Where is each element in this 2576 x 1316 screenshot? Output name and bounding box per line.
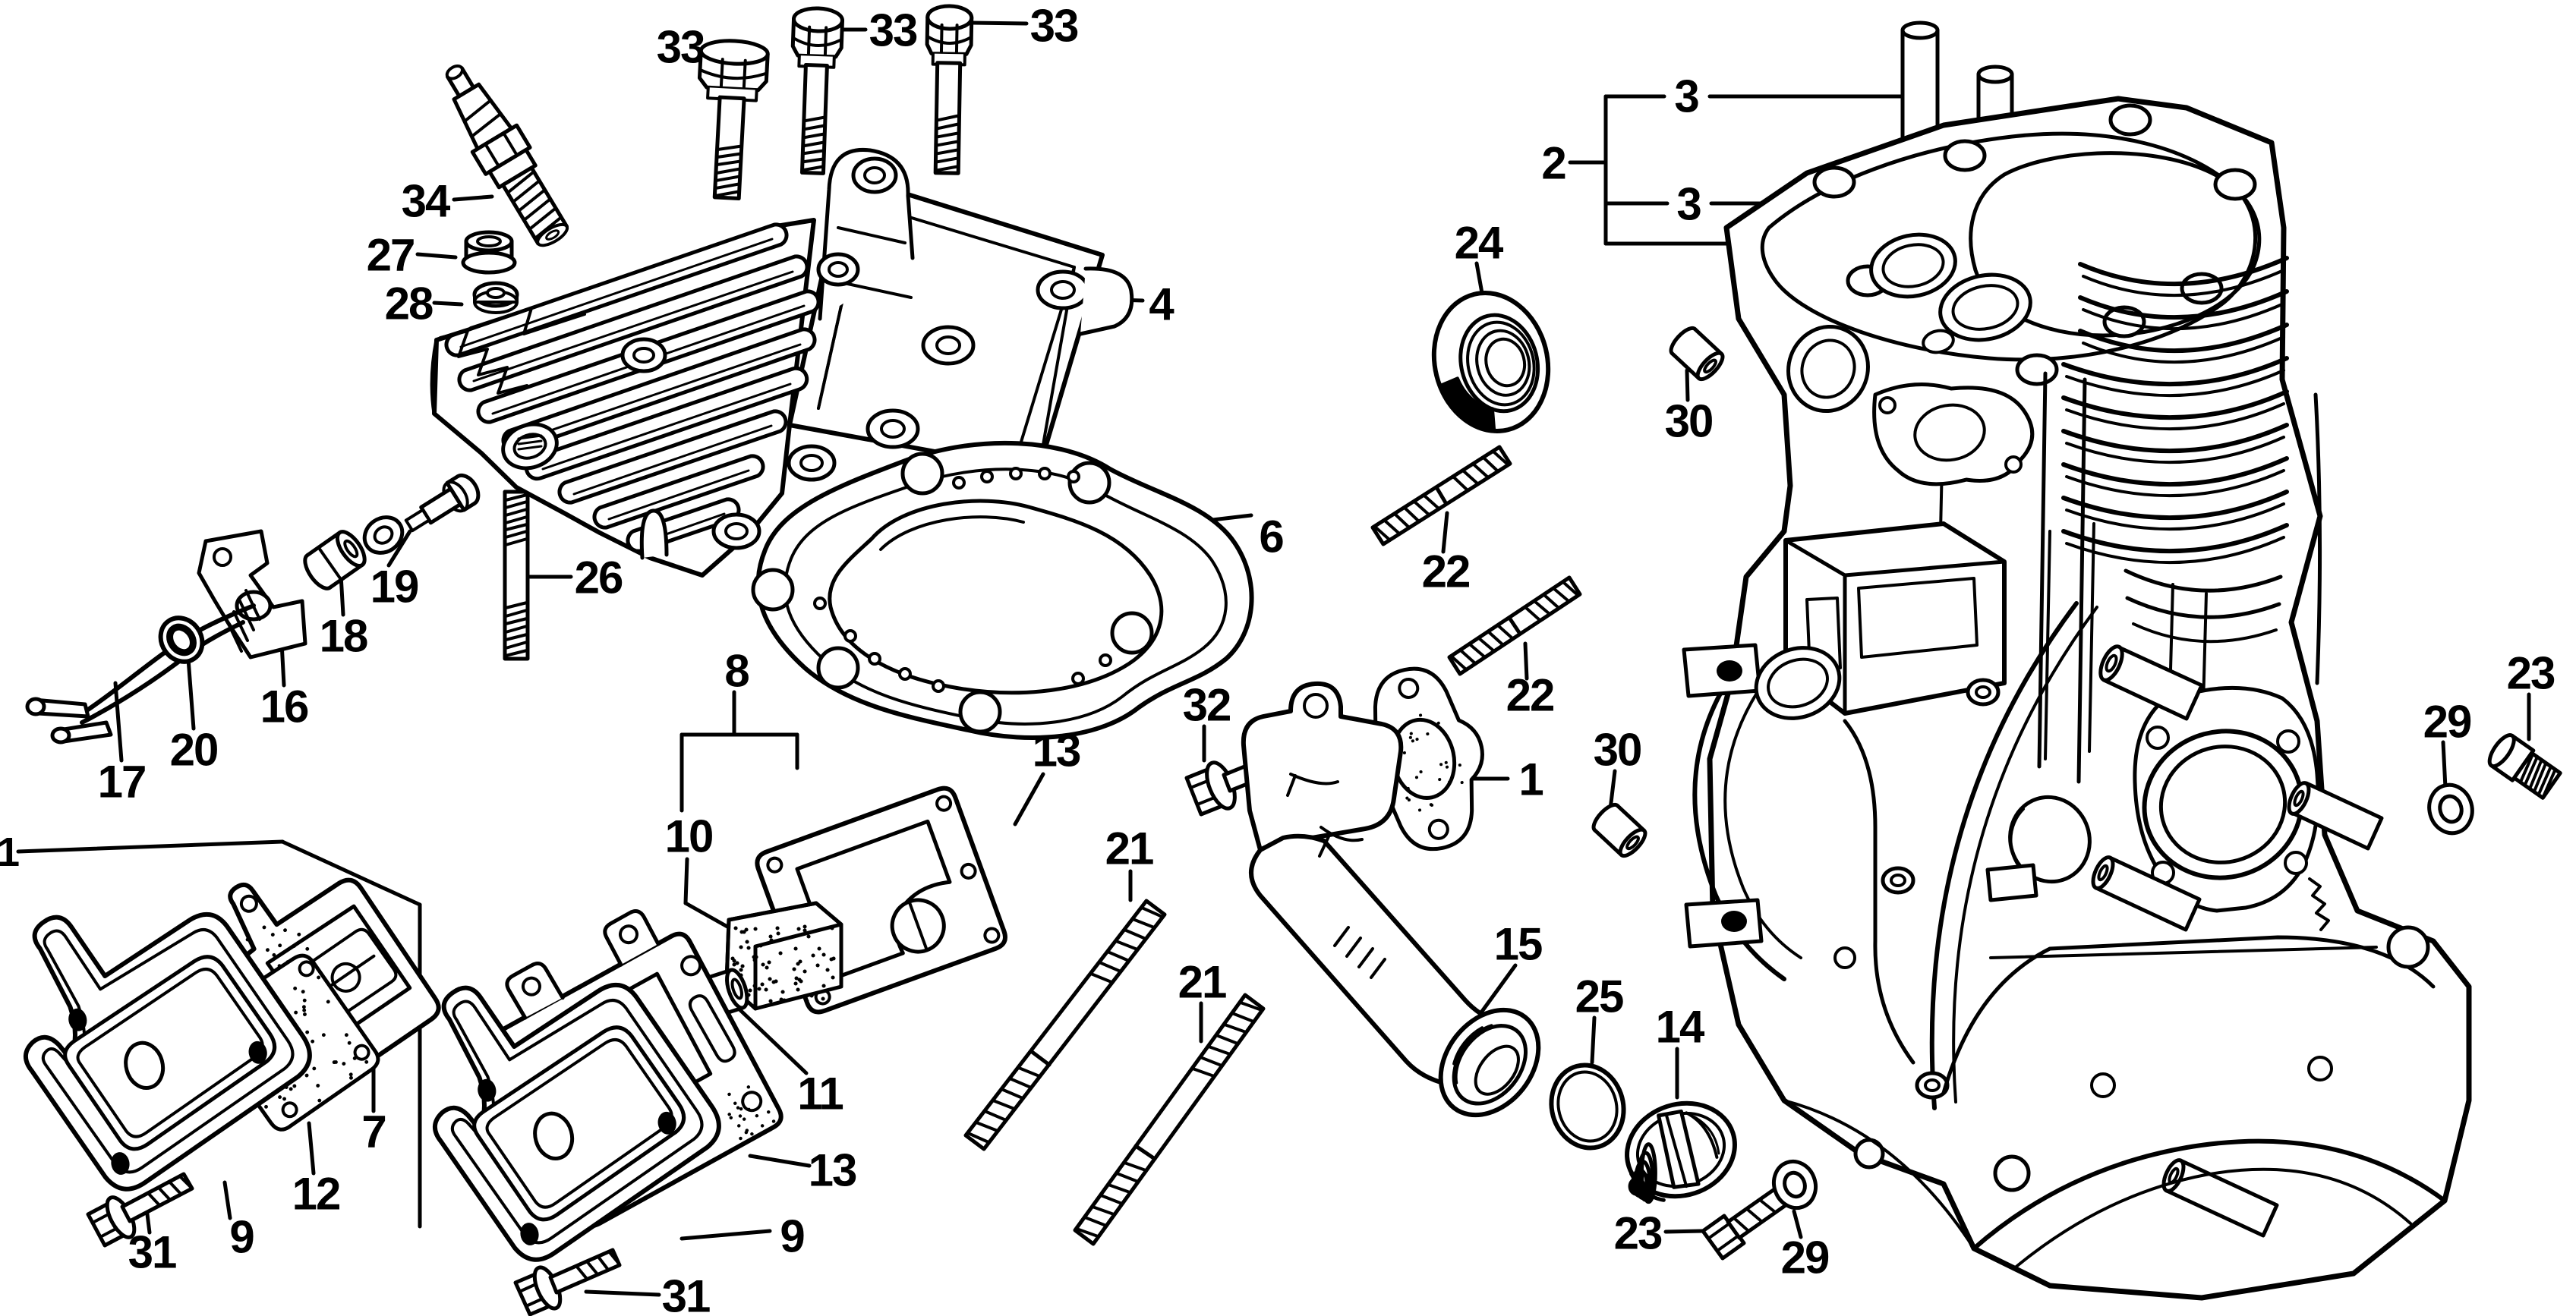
svg-text:25: 25	[1575, 971, 1623, 1022]
svg-text:1: 1	[0, 830, 19, 875]
svg-text:3: 3	[1674, 71, 1698, 122]
svg-text:20: 20	[170, 725, 218, 776]
svg-text:31: 31	[662, 1271, 710, 1316]
svg-text:17: 17	[98, 757, 146, 808]
svg-text:13: 13	[809, 1145, 856, 1196]
svg-text:1: 1	[1518, 754, 1543, 805]
svg-text:12: 12	[292, 1169, 340, 1220]
svg-text:16: 16	[260, 682, 308, 732]
svg-text:19: 19	[370, 562, 418, 612]
svg-text:6: 6	[1259, 512, 1283, 562]
svg-text:30: 30	[1665, 396, 1713, 447]
svg-text:15: 15	[1494, 919, 1542, 970]
svg-text:10: 10	[665, 811, 713, 862]
svg-text:24: 24	[1455, 218, 1504, 269]
svg-text:18: 18	[320, 611, 367, 662]
svg-text:4: 4	[1149, 279, 1174, 330]
svg-text:29: 29	[1781, 1233, 1829, 1283]
svg-text:21: 21	[1178, 957, 1226, 1008]
svg-text:8: 8	[724, 646, 749, 697]
svg-text:9: 9	[780, 1211, 804, 1262]
svg-text:22: 22	[1422, 546, 1470, 597]
svg-text:34: 34	[402, 176, 451, 227]
svg-text:14: 14	[1656, 1002, 1705, 1053]
svg-text:29: 29	[2423, 697, 2471, 748]
svg-text:23: 23	[2507, 648, 2555, 699]
svg-text:26: 26	[575, 553, 623, 603]
svg-text:33: 33	[1030, 1, 1078, 52]
svg-text:31: 31	[128, 1227, 176, 1278]
svg-text:33: 33	[657, 22, 705, 73]
svg-text:22: 22	[1506, 670, 1554, 721]
svg-text:21: 21	[1105, 823, 1153, 874]
svg-text:33: 33	[869, 5, 917, 56]
svg-text:7: 7	[361, 1107, 385, 1157]
svg-text:30: 30	[1594, 725, 1641, 776]
svg-text:3: 3	[1676, 179, 1701, 230]
svg-text:9: 9	[229, 1212, 254, 1263]
svg-text:23: 23	[1614, 1208, 1662, 1259]
svg-text:32: 32	[1183, 680, 1231, 731]
svg-text:27: 27	[367, 230, 415, 281]
svg-text:28: 28	[385, 279, 433, 329]
svg-text:2: 2	[1541, 138, 1565, 189]
svg-text:11: 11	[797, 1069, 843, 1119]
